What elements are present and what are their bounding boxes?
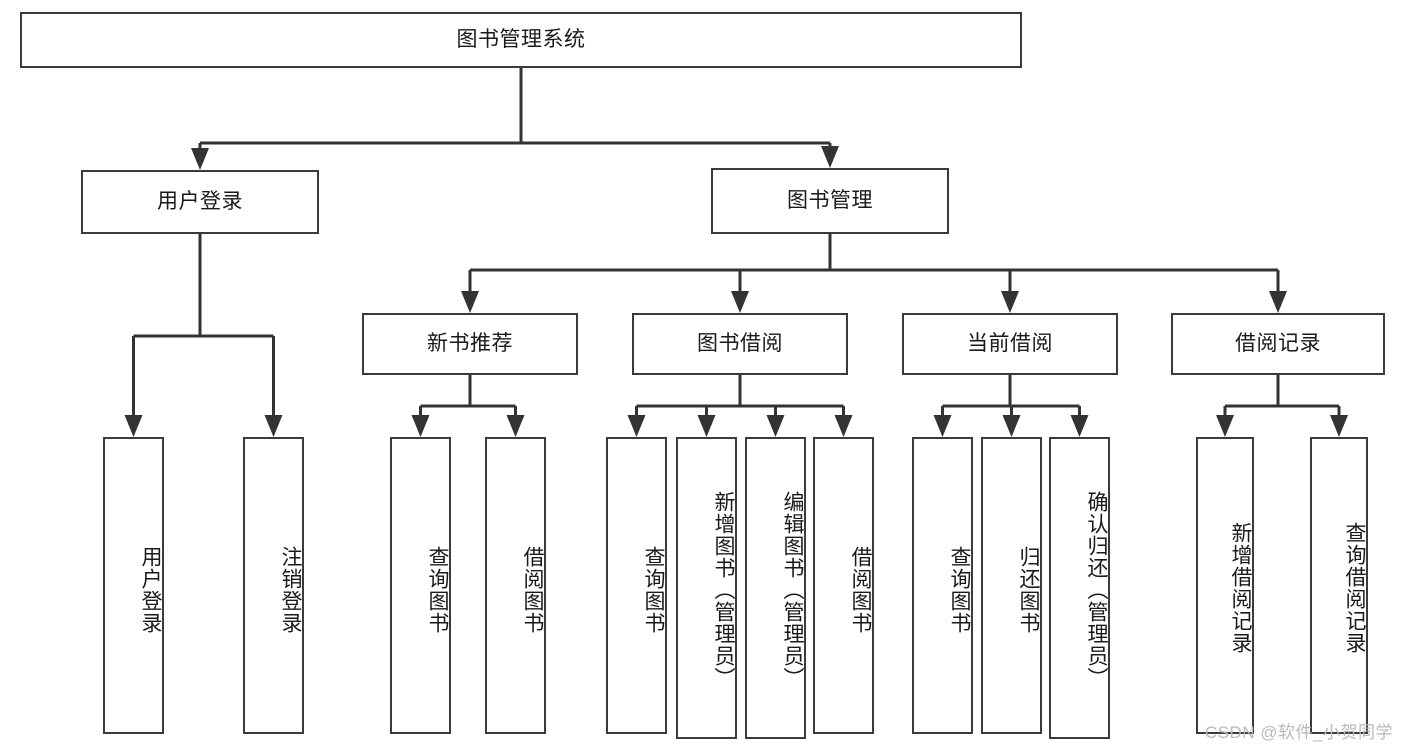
node-borrow-book-rec[interactable]: 借阅图书 (485, 437, 546, 734)
node-label: 查询图书 (426, 545, 449, 634)
node-borrow-record[interactable]: 借阅记录 (1171, 313, 1385, 375)
node-label: 新书推荐 (427, 331, 513, 355)
node-user-login-do[interactable]: 用户登录 (103, 437, 164, 734)
node-label: 注销登录 (279, 545, 302, 634)
node-add-book[interactable]: 新增图书（管理员） (676, 437, 737, 739)
node-label: 图书管理系统 (456, 27, 586, 51)
node-label: 图书管理 (787, 188, 873, 212)
node-label: 当前借阅 (967, 331, 1053, 355)
node-label: 借阅图书 (849, 545, 872, 634)
node-book-manage[interactable]: 图书管理 (711, 168, 949, 234)
node-root[interactable]: 图书管理系统 (20, 12, 1022, 68)
node-label: 查询借阅记录 (1343, 521, 1366, 654)
node-label: 新增图书（管理员） (712, 491, 735, 689)
node-return-book[interactable]: 归还图书 (981, 437, 1042, 734)
node-label: 图书借阅 (697, 331, 783, 355)
node-label: 确认归还（管理员） (1085, 491, 1108, 689)
node-book-borrow[interactable]: 图书借阅 (632, 313, 848, 375)
node-query-book-rec[interactable]: 查询图书 (390, 437, 451, 734)
node-query-book-cb[interactable]: 查询图书 (912, 437, 973, 734)
node-label: 借阅记录 (1235, 331, 1321, 355)
node-label: 借阅图书 (521, 545, 544, 634)
node-current-borrow[interactable]: 当前借阅 (902, 313, 1118, 375)
watermark-label: CSDN @软件_小贺同学 (1204, 723, 1393, 742)
node-borrow-book-br[interactable]: 借阅图书 (813, 437, 874, 734)
node-label: 用户登录 (157, 189, 243, 213)
node-user-login[interactable]: 用户登录 (81, 170, 319, 234)
node-label: 查询图书 (948, 545, 971, 634)
node-add-borrow-record[interactable]: 新增借阅记录 (1196, 437, 1254, 734)
node-label: 用户登录 (139, 545, 162, 634)
node-edit-book[interactable]: 编辑图书（管理员） (745, 437, 806, 739)
node-label: 归还图书 (1017, 545, 1040, 634)
node-label: 新增借阅记录 (1229, 521, 1252, 654)
node-label: 查询图书 (642, 545, 665, 634)
node-query-borrow-record[interactable]: 查询借阅记录 (1310, 437, 1368, 734)
node-new-book-rec[interactable]: 新书推荐 (362, 313, 578, 375)
node-label: 编辑图书（管理员） (781, 491, 804, 689)
node-confirm-return[interactable]: 确认归还（管理员） (1049, 437, 1110, 739)
node-user-logout-do[interactable]: 注销登录 (243, 437, 304, 734)
node-query-book-br[interactable]: 查询图书 (606, 437, 667, 734)
